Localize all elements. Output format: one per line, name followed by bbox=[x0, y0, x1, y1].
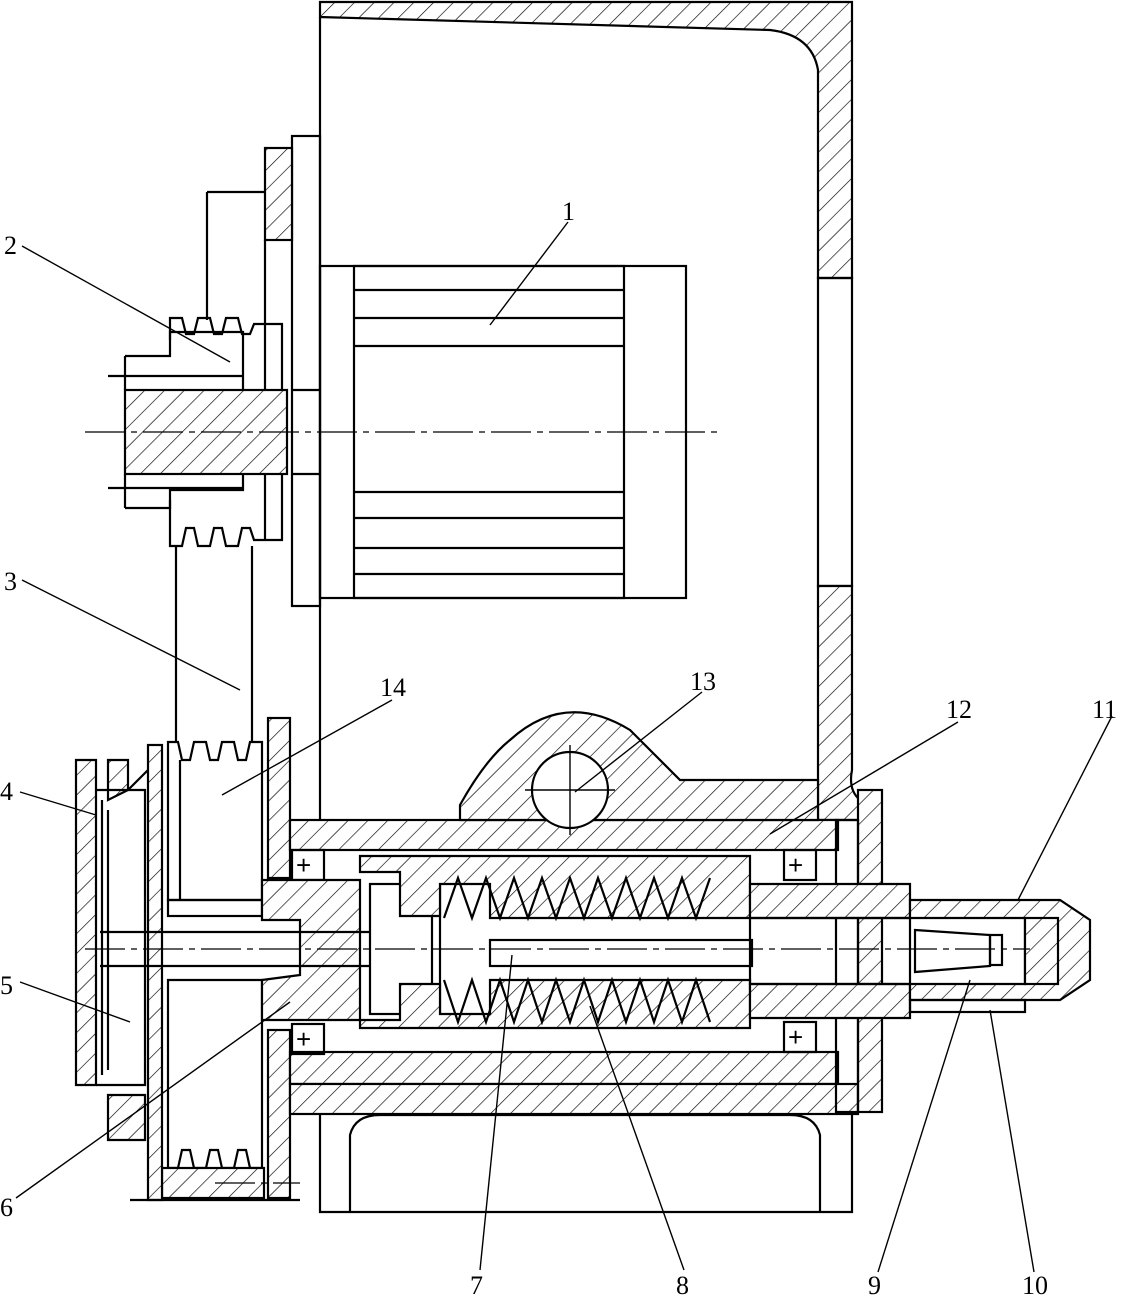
leader-14 bbox=[221, 699, 393, 796]
spindle-housing: + + + + bbox=[288, 711, 884, 1116]
callout-7: 7 bbox=[470, 1271, 483, 1300]
frame bbox=[318, 0, 862, 1214]
driven-pulley bbox=[160, 716, 292, 1200]
svg-text:+: + bbox=[296, 1024, 311, 1054]
callout-14: 14 bbox=[380, 673, 406, 702]
leader-3 bbox=[21, 579, 241, 691]
leader-2 bbox=[21, 245, 231, 363]
leader-6 bbox=[15, 1001, 291, 1199]
leader-9 bbox=[877, 979, 971, 1273]
center-lines bbox=[85, 431, 1030, 1184]
leader-7 bbox=[479, 954, 513, 1271]
callout-10: 10 bbox=[1022, 1271, 1048, 1300]
callout-9: 9 bbox=[868, 1271, 881, 1300]
callout-8: 8 bbox=[676, 1271, 689, 1300]
leader-1 bbox=[489, 221, 569, 326]
callout-11: 11 bbox=[1092, 695, 1117, 724]
callout-4: 4 bbox=[0, 777, 13, 806]
callout-3: 3 bbox=[4, 567, 17, 596]
svg-text:+: + bbox=[788, 1022, 803, 1052]
leader-13 bbox=[574, 691, 703, 793]
callout-5: 5 bbox=[0, 971, 13, 1000]
leader-8 bbox=[589, 1005, 685, 1271]
callout-13: 13 bbox=[690, 667, 716, 696]
leader-10 bbox=[989, 1009, 1035, 1273]
leader-4 bbox=[19, 791, 97, 816]
leader-11 bbox=[1017, 715, 1113, 901]
callout-labels: 1 2 3 4 5 6 7 8 9 10 11 12 13 14 bbox=[0, 197, 1117, 1300]
svg-text:+: + bbox=[788, 850, 803, 880]
svg-text:+: + bbox=[296, 850, 311, 880]
callout-1: 1 bbox=[562, 197, 575, 226]
leader-5 bbox=[19, 981, 131, 1023]
callout-2: 2 bbox=[4, 231, 17, 260]
leader-12 bbox=[769, 721, 959, 835]
leader-lines bbox=[15, 221, 1113, 1273]
belt bbox=[174, 546, 254, 742]
callout-6: 6 bbox=[0, 1193, 13, 1222]
spindle-assembly bbox=[100, 854, 1092, 1030]
callout-12: 12 bbox=[946, 695, 972, 724]
motor bbox=[205, 134, 688, 608]
